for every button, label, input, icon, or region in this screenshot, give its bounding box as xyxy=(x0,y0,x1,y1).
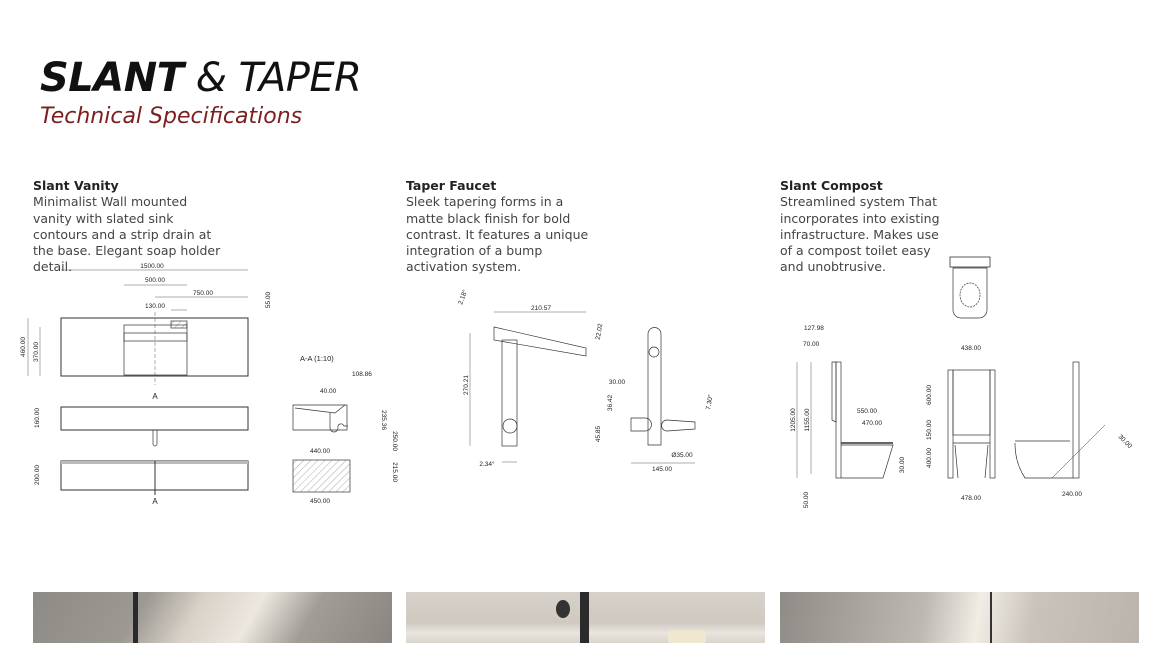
dim-label: 70.00 xyxy=(803,341,820,348)
dim-label: 600.00 xyxy=(926,385,933,405)
vanity-render-photo xyxy=(33,592,392,643)
dim-label: 45.85 xyxy=(595,425,602,442)
dim-label: 500.00 xyxy=(145,277,165,284)
product-description: Sleek tapering forms in a matte black fi… xyxy=(406,194,589,275)
compost-drawing: 127.98 70.00 1205.00 1155.00 550.00 470.… xyxy=(790,256,1134,508)
dim-label: 215.00 xyxy=(391,462,398,482)
dim-label: 7.30° xyxy=(704,394,715,411)
product-vanity: Slant Vanity Minimalist Wall mounted van… xyxy=(33,178,223,276)
dim-label: 1205.00 xyxy=(790,408,797,432)
section-marker: A xyxy=(152,392,158,401)
dim-label: 438.00 xyxy=(961,345,981,352)
dim-label: 478.00 xyxy=(961,495,981,502)
dim-label: 1155.00 xyxy=(804,408,811,431)
dim-label: 2.18° xyxy=(456,288,469,305)
product-faucet: Taper Faucet Sleek tapering forms in a m… xyxy=(406,178,596,276)
dim-label: 250.00 xyxy=(391,431,398,451)
dim-label: 750.00 xyxy=(193,290,213,297)
title-bold: SLANT xyxy=(40,55,184,101)
dim-label: 160.00 xyxy=(34,408,41,428)
dim-label: 127.98 xyxy=(804,325,824,332)
dim-label: 30.00 xyxy=(1117,433,1134,450)
dim-label: 145.00 xyxy=(652,466,672,473)
dim-label: 30.00 xyxy=(899,456,906,473)
product-description: Minimalist Wall mounted vanity with slat… xyxy=(33,194,221,275)
dim-label: 550.00 xyxy=(857,408,877,415)
product-name: Slant Compost xyxy=(780,178,883,193)
dim-label: 460.00 xyxy=(20,337,27,357)
section-marker: A xyxy=(152,497,158,506)
dim-label: 150.00 xyxy=(926,420,933,440)
dim-label: 270.21 xyxy=(463,375,470,395)
product-name: Taper Faucet xyxy=(406,178,497,193)
dim-label: 30.00 xyxy=(609,379,626,386)
dim-label: 470.00 xyxy=(862,420,882,427)
dim-label: 2.34° xyxy=(479,460,495,468)
dim-label: 240.00 xyxy=(1062,491,1082,498)
dim-label: 130.00 xyxy=(145,303,165,310)
dim-label: 210.57 xyxy=(531,305,551,312)
page-title: SLANT & TAPER xyxy=(40,54,362,102)
dim-label: 370.00 xyxy=(33,342,40,362)
dim-label: 200.00 xyxy=(34,465,41,485)
dim-label: 440.00 xyxy=(310,448,330,455)
dim-label: Ø35.00 xyxy=(671,452,693,459)
dim-label: 1500.00 xyxy=(140,263,164,270)
faucet-drawing: 2.18° 210.57 22.02 270.21 2.34° 30.00 36… xyxy=(456,288,714,473)
dim-label: 50.00 xyxy=(803,491,810,508)
dim-label: 22.02 xyxy=(595,323,605,341)
dim-label: 400.00 xyxy=(926,448,933,468)
dim-label: 40.00 xyxy=(320,388,337,395)
section-title: A-A (1:10) xyxy=(300,354,334,363)
product-compost: Slant Compost Streamlined system That in… xyxy=(780,178,950,276)
compost-render-photo xyxy=(780,592,1139,643)
product-description: Streamlined system That incorporates int… xyxy=(780,194,940,275)
page-subtitle: Technical Specifications xyxy=(40,104,303,129)
dim-label: 36.42 xyxy=(607,394,614,411)
dim-label: 235.36 xyxy=(380,410,387,430)
vanity-drawing: 1500.00 500.00 750.00 130.00 55.00 460.0… xyxy=(20,263,398,506)
dim-label: 450.00 xyxy=(310,498,330,505)
dim-label: 55.00 xyxy=(265,291,272,308)
dim-label: 108.86 xyxy=(352,371,372,378)
product-name: Slant Vanity xyxy=(33,178,119,193)
title-light: & TAPER xyxy=(195,55,362,101)
faucet-render-photo xyxy=(406,592,765,643)
